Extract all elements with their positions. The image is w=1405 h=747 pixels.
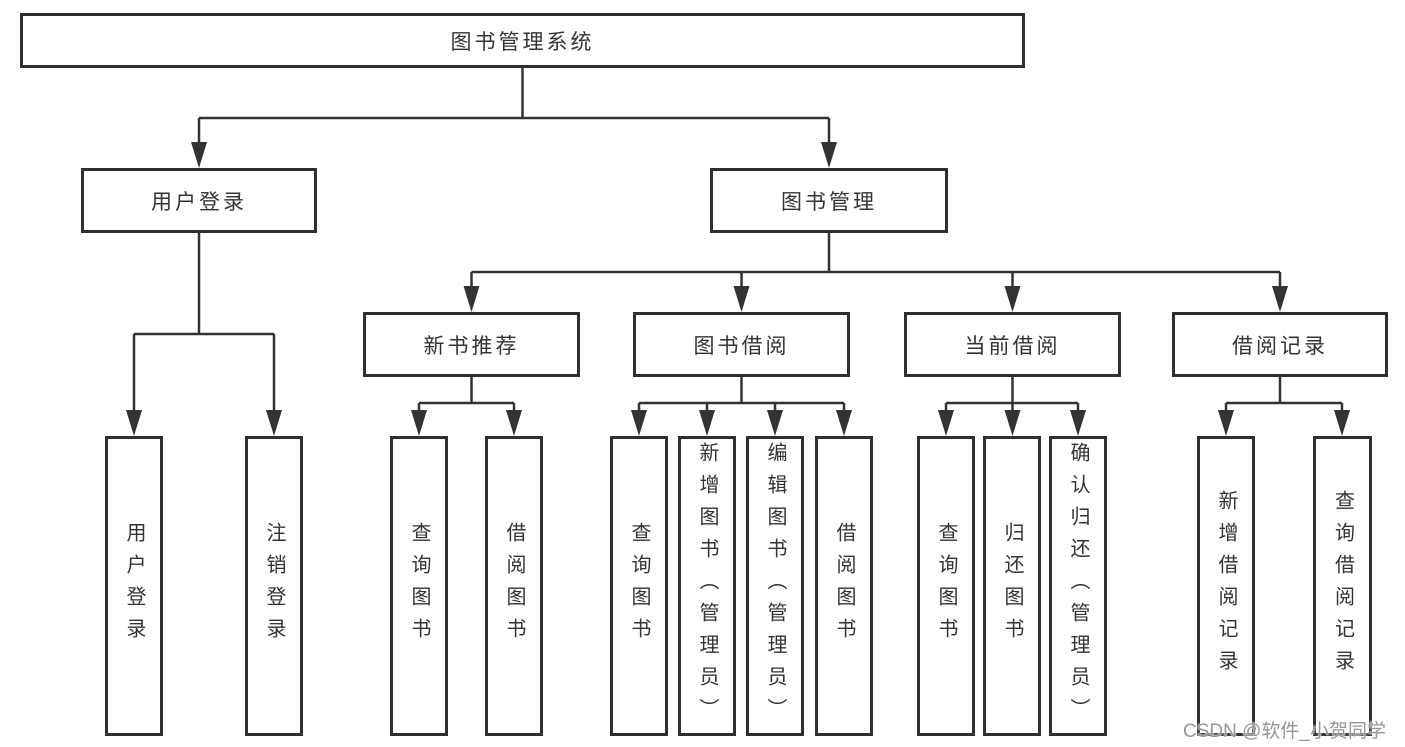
- leaf-label: 用户登录: [123, 522, 145, 650]
- leaf-query-borrow-record: 查询借阅记录: [1313, 436, 1372, 736]
- node-label: 新书推荐: [423, 334, 520, 358]
- node-label: 借阅记录: [1232, 334, 1328, 358]
- node-user-login: 用户登录: [81, 168, 317, 233]
- node-borrowing-records: 借阅记录: [1172, 312, 1388, 377]
- node-book-borrowing: 图书借阅: [633, 312, 850, 377]
- leaf-label: 新增借阅记录: [1215, 490, 1237, 682]
- node-label: 图书借阅: [693, 334, 790, 358]
- leaf-label: 确认归还（管理员）: [1067, 442, 1089, 730]
- node-label: 当前借阅: [964, 334, 1061, 358]
- leaf-return-books: 归还图书: [983, 436, 1041, 736]
- leaf-query-books-borrowing: 查询图书: [610, 436, 668, 736]
- leaf-label: 查询图书: [628, 522, 650, 650]
- node-label: 图书管理系统: [450, 30, 595, 54]
- leaf-add-borrow-record: 新增借阅记录: [1197, 436, 1255, 736]
- leaf-edit-books-admin: 编辑图书（管理员）: [746, 436, 804, 736]
- leaf-confirm-return-admin: 确认归还（管理员）: [1049, 436, 1107, 736]
- node-label: 图书管理: [781, 190, 877, 214]
- leaf-query-books-recommend: 查询图书: [390, 436, 448, 736]
- connector-lines: [132, 68, 1344, 414]
- leaf-borrow-books-borrowing: 借阅图书: [815, 436, 873, 736]
- csdn-watermark: CSDN @软件_小贺同学: [1183, 721, 1386, 742]
- node-current-borrowing: 当前借阅: [904, 312, 1121, 377]
- leaf-label: 借阅图书: [503, 522, 525, 650]
- leaf-label: 编辑图书（管理员）: [764, 442, 786, 730]
- leaf-add-books-admin: 新增图书（管理员）: [678, 436, 736, 736]
- leaf-label: 查询图书: [408, 522, 430, 650]
- leaf-user-login: 用户登录: [105, 436, 163, 736]
- leaf-label: 借阅图书: [833, 522, 855, 650]
- leaf-query-books-current: 查询图书: [917, 436, 975, 736]
- node-new-book-recommendation: 新书推荐: [363, 312, 580, 377]
- leaf-label: 注销登录: [263, 522, 285, 650]
- leaf-logout: 注销登录: [245, 436, 303, 736]
- leaf-borrow-books-recommend: 借阅图书: [485, 436, 543, 736]
- connector-arrowheads: [126, 142, 1350, 436]
- leaf-label: 新增图书（管理员）: [696, 442, 718, 730]
- leaf-label: 归还图书: [1001, 522, 1023, 650]
- node-label: 用户登录: [151, 190, 247, 214]
- leaf-label: 查询借阅记录: [1331, 490, 1354, 682]
- node-book-management: 图书管理: [710, 168, 948, 233]
- node-library-management-system: 图书管理系统: [20, 13, 1025, 68]
- leaf-label: 查询图书: [935, 522, 957, 650]
